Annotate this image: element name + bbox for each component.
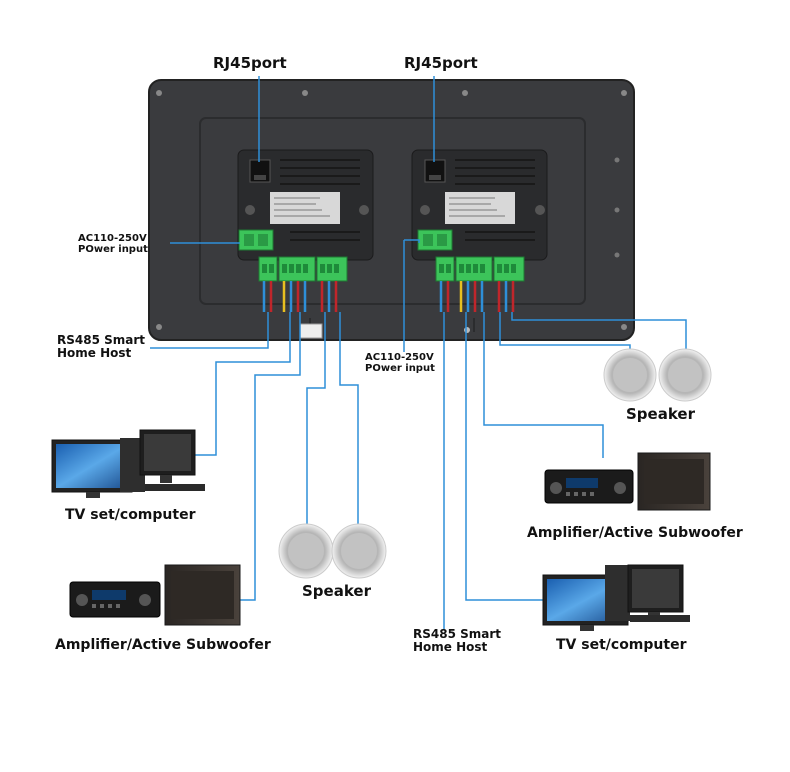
label-rs485-right-line1: RS485 Smart xyxy=(413,627,502,641)
label-power-left-line1: AC110-250V xyxy=(78,233,147,244)
connection-lines xyxy=(150,76,687,630)
connector-plug xyxy=(299,323,323,339)
power-terminal-left xyxy=(238,229,274,251)
power-terminal-right xyxy=(417,229,453,251)
label-tv-left: TV set/computer xyxy=(65,507,196,523)
terminal-wires xyxy=(262,281,515,312)
label-amp-right: Amplifier/Active Subwoofer xyxy=(527,525,743,541)
label-amp-left: Amplifier/Active Subwoofer xyxy=(55,637,271,653)
label-rs485-left-line1: RS485 Smart xyxy=(57,333,146,347)
label-tv-right: TV set/computer xyxy=(556,637,687,653)
terminal-block-right xyxy=(435,256,525,282)
label-speaker-right: Speaker xyxy=(626,405,695,423)
label-rj45-left: RJ45port xyxy=(213,54,287,72)
label-rj45-right: RJ45port xyxy=(404,54,478,72)
speaker-pair-left xyxy=(278,523,387,579)
label-power-left-line2: POwer input xyxy=(78,244,148,255)
amplifier-subwoofer-right xyxy=(544,452,711,511)
label-power-right-line2: POwer input xyxy=(365,363,435,374)
label-rs485-left-line2: Home Host xyxy=(57,346,132,360)
speaker-pair-right xyxy=(603,348,712,402)
amplifier-subwoofer-left xyxy=(69,564,241,626)
label-power-right-line1: AC110-250V xyxy=(365,352,434,363)
tv-computer-left xyxy=(51,429,205,498)
tv-computer-right xyxy=(542,564,690,631)
terminal-block-left xyxy=(258,256,348,282)
control-panel xyxy=(148,79,635,341)
label-speaker-left: Speaker xyxy=(302,582,371,600)
label-rs485-right-line2: Home Host xyxy=(413,640,488,654)
